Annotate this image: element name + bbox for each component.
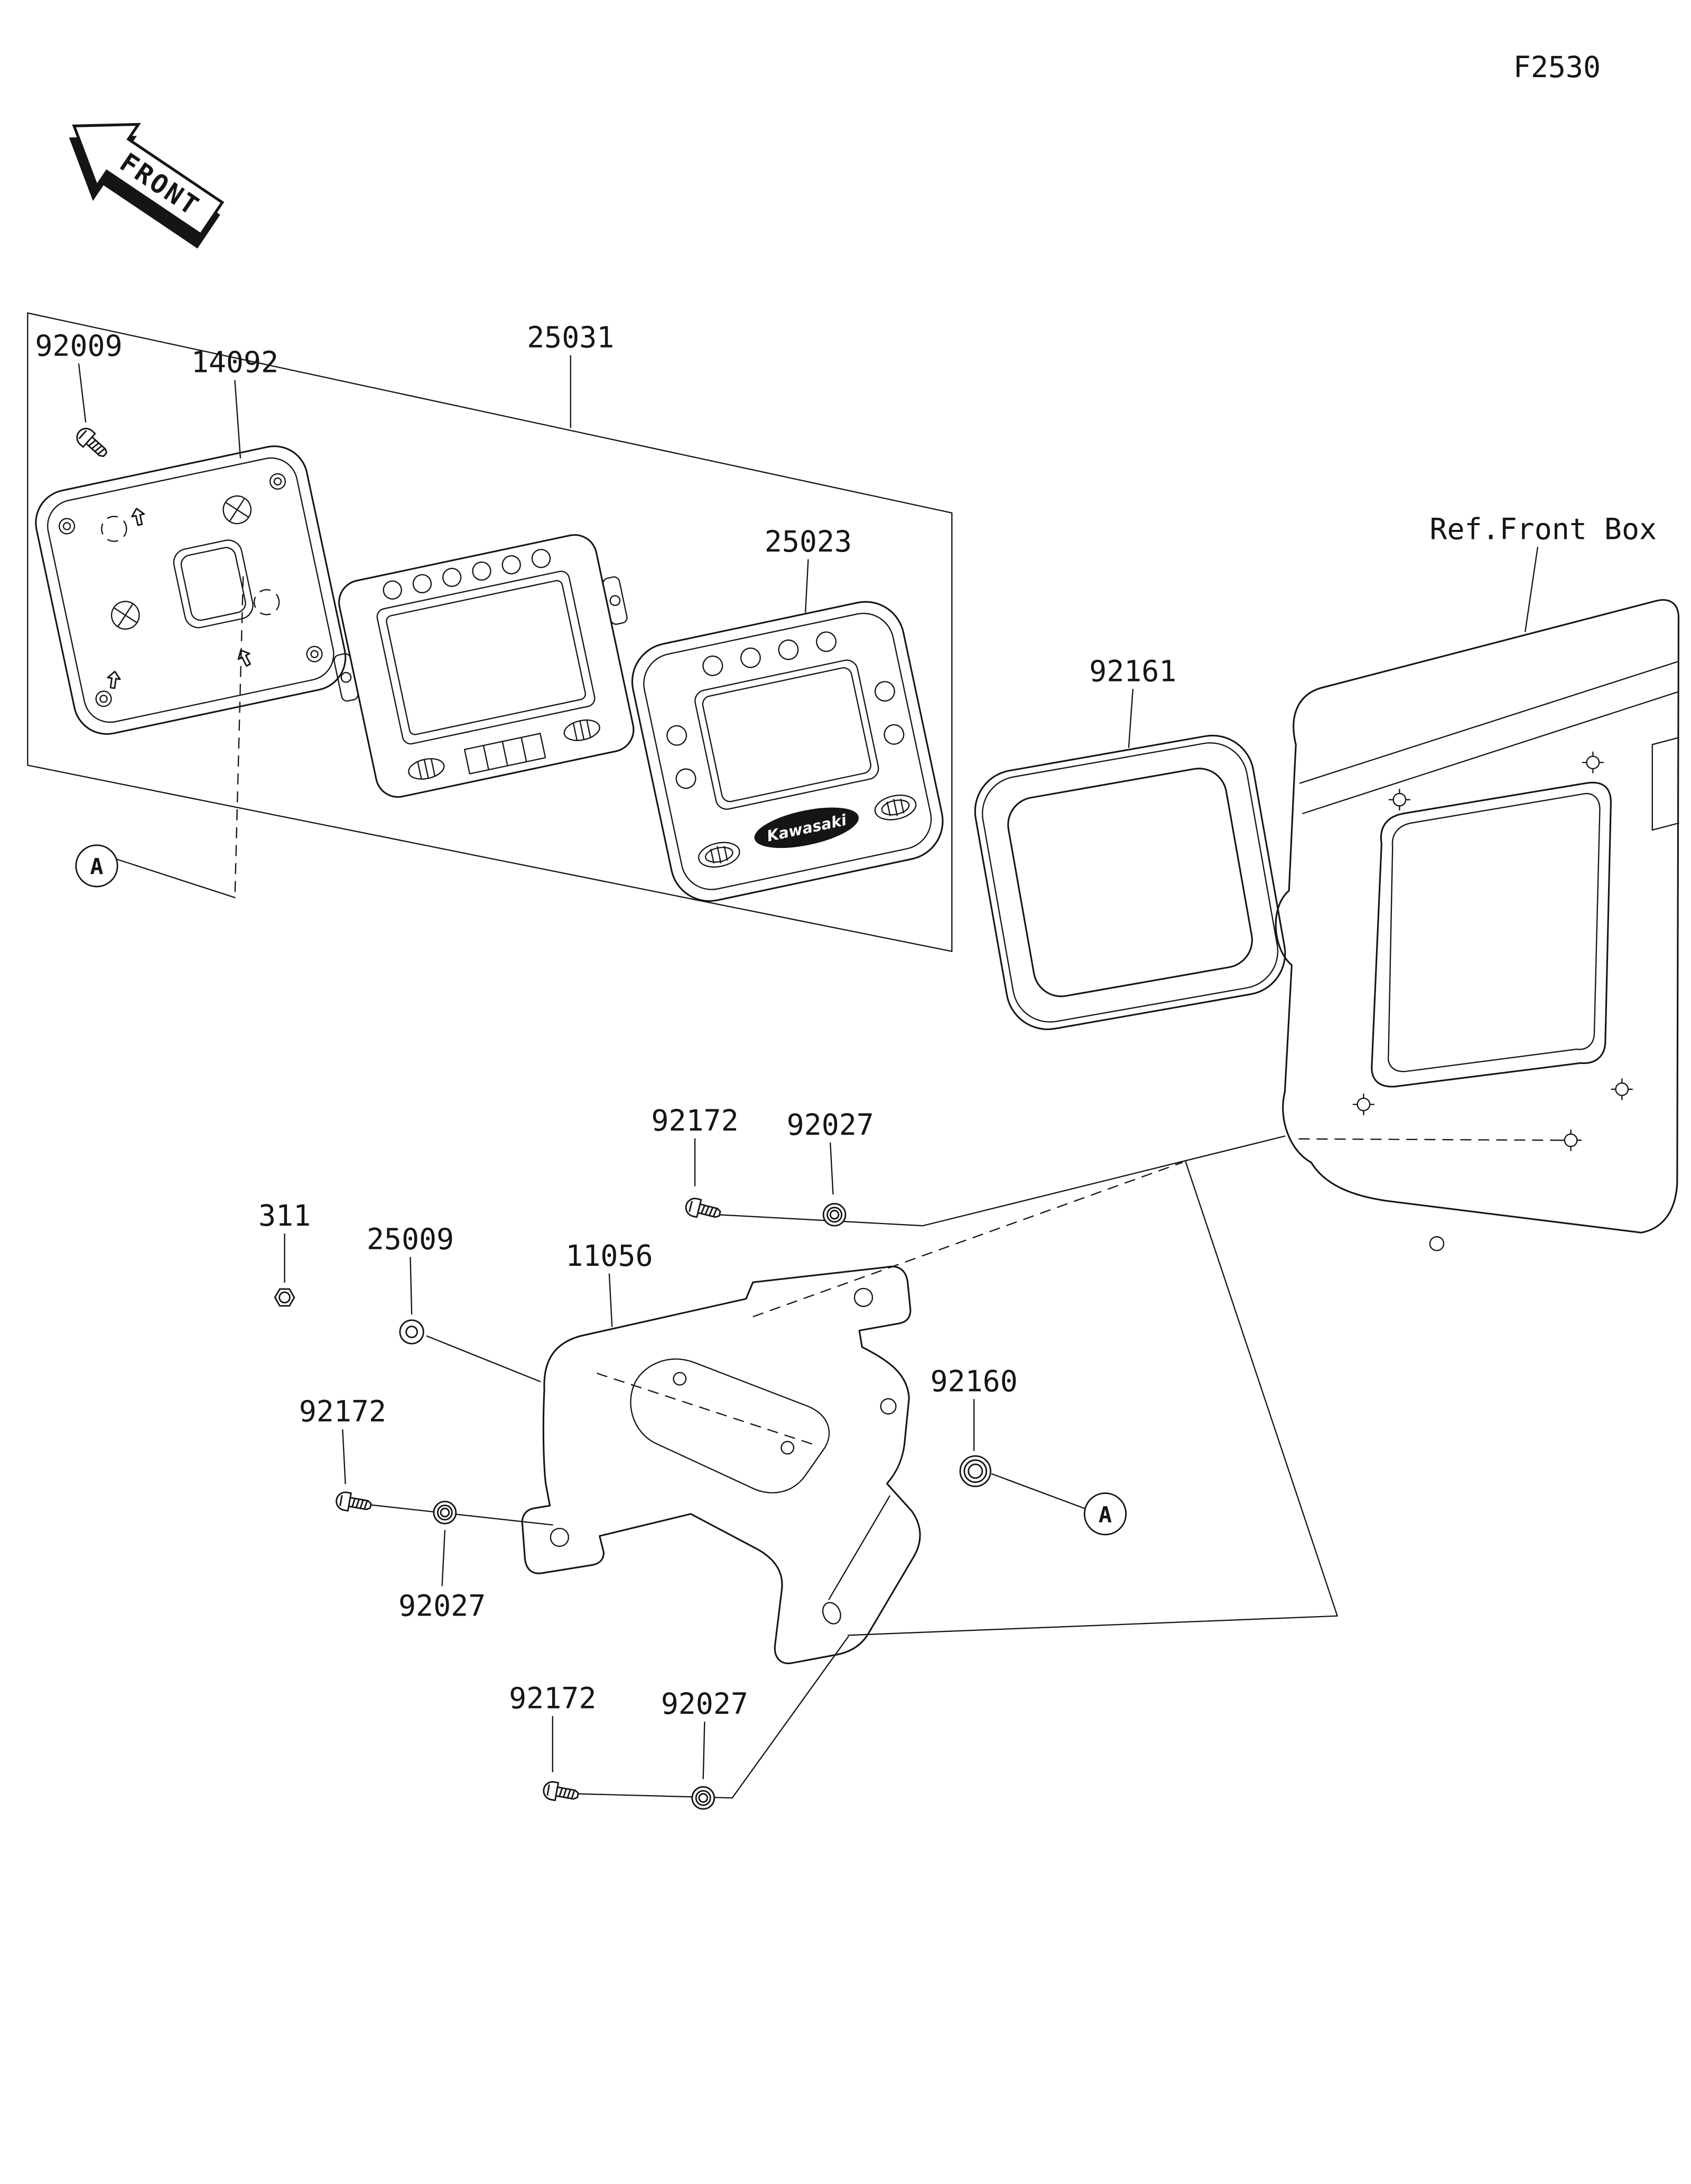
panel-meter-opening <box>1371 781 1612 1088</box>
screw-92009-icon <box>72 424 112 462</box>
label-92009: 92009 <box>35 329 122 362</box>
label-ref-front-box: Ref.Front Box <box>1429 512 1657 546</box>
front-arrow-face <box>72 123 225 237</box>
detail-marker-a-left: A <box>75 844 118 888</box>
label-92027-top: 92027 <box>787 1108 874 1142</box>
label-14092: 14092 <box>191 346 278 379</box>
svg-text:A: A <box>1099 1501 1112 1527</box>
label-92161: 92161 <box>1089 654 1176 688</box>
label-92160: 92160 <box>931 1364 1018 1398</box>
leader-lines <box>78 355 1538 1799</box>
panel-mount-mark-icon <box>1388 788 1411 811</box>
collar-92027-bottom-icon <box>691 1786 716 1810</box>
front-arrow: FRONT <box>69 123 225 249</box>
label-25023: 25023 <box>765 525 852 558</box>
collar-92027-top-icon <box>822 1202 847 1227</box>
cover-clip-icon <box>234 647 255 669</box>
part-meter-case-25023: Kawasaki <box>631 601 944 902</box>
figure-code: F2530 <box>1513 50 1601 84</box>
cover-boss-icon <box>220 492 254 527</box>
label-311: 311 <box>258 1199 311 1233</box>
part-cover-14092 <box>35 445 347 735</box>
cover-clip-icon <box>105 670 122 690</box>
label-92172-bottom: 92172 <box>509 1682 596 1715</box>
svg-text:A: A <box>90 854 103 880</box>
label-92172-left: 92172 <box>299 1395 386 1429</box>
label-92172-top: 92172 <box>651 1104 738 1137</box>
panel-mount-mark-icon <box>1582 751 1604 774</box>
washer-25009-icon <box>399 1319 424 1345</box>
panel-centerline <box>1298 1138 1562 1141</box>
nut-311-icon <box>274 1288 295 1307</box>
cover-clip-icon <box>129 506 147 527</box>
case-grille-left <box>698 842 740 868</box>
part-bracket-11056 <box>521 1265 921 1665</box>
screw-92172-top-icon <box>683 1196 723 1224</box>
part-trim-ring-92161 <box>974 734 1286 1030</box>
cover-boss-icon <box>108 598 143 632</box>
part-meter-module <box>333 534 635 798</box>
grommet-92160-icon <box>959 1455 991 1487</box>
label-25031: 25031 <box>527 321 614 354</box>
label-92027-bottom: 92027 <box>661 1687 748 1721</box>
assembly-box-25031 <box>27 312 953 952</box>
screw-92172-left-icon <box>334 1490 373 1516</box>
label-25009: 25009 <box>367 1222 454 1256</box>
collar-92027-left-icon <box>433 1500 457 1525</box>
panel-mount-mark-icon <box>1352 1093 1375 1116</box>
label-92027-left: 92027 <box>398 1589 486 1623</box>
kawasaki-badge <box>754 807 859 848</box>
panel-mount-mark-icon <box>1559 1129 1582 1152</box>
detail-marker-a-right: A <box>1083 1492 1127 1536</box>
ref-front-box-panel <box>1275 599 1680 1252</box>
label-11056: 11056 <box>565 1239 653 1273</box>
panel-mount-mark-icon <box>1611 1078 1633 1100</box>
case-grille-right <box>874 795 917 820</box>
screw-92172-bottom-icon <box>541 1779 580 1805</box>
